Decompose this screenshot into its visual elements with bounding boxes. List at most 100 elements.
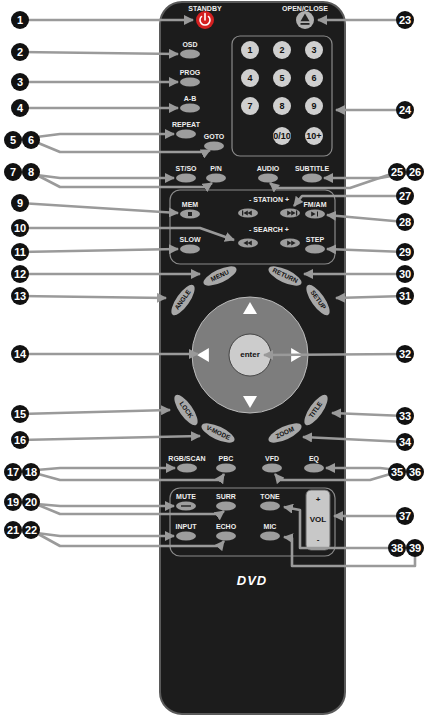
button — [262, 464, 282, 473]
callout-number: 29 — [396, 243, 414, 261]
callout-number: 4 — [11, 99, 29, 117]
leader-line — [327, 215, 405, 222]
leader-line — [304, 273, 405, 276]
button — [302, 174, 322, 183]
callout-number: 36 — [406, 463, 424, 481]
button-label: REPEAT — [172, 121, 200, 128]
button-label: MEM — [182, 201, 198, 208]
leader-line — [20, 353, 198, 356]
button — [180, 210, 200, 219]
callout-number: 2 — [11, 43, 29, 61]
button-label: FM/AM — [304, 201, 327, 208]
callout-number: 30 — [396, 265, 414, 283]
button-label: + — [316, 496, 321, 504]
button — [216, 502, 236, 511]
callout-number: 12 — [11, 265, 29, 283]
leader-line — [20, 203, 178, 213]
power-button — [196, 11, 214, 29]
button-label: - SEARCH + — [249, 226, 289, 233]
callout-number: 7 — [4, 163, 22, 181]
keypad-digit: 7 — [241, 97, 259, 115]
callout-number: 1 — [11, 11, 29, 29]
button-icon — [291, 210, 295, 215]
keypad-digit: 5 — [273, 69, 291, 87]
callout-number: 32 — [396, 345, 414, 363]
button-label: EQ — [309, 455, 319, 462]
button — [176, 532, 196, 541]
keypad-digit: 2 — [273, 41, 291, 59]
button-label: MIC — [264, 523, 277, 530]
keypad-digit: 1 — [241, 41, 259, 59]
button-label: AUDIO — [257, 165, 280, 172]
callout-number: 17 — [4, 463, 22, 481]
button-label: OPEN/CLOSE — [282, 5, 328, 12]
callout-number: 14 — [11, 345, 29, 363]
leader-line — [336, 109, 405, 112]
leader-line — [31, 472, 224, 480]
button-label: PBC — [219, 455, 234, 462]
leader-line — [303, 437, 405, 442]
button-label: ST/SO — [175, 165, 196, 172]
leader-line — [284, 537, 415, 566]
leader-line — [284, 507, 397, 548]
callout-number: 9 — [11, 194, 29, 212]
leader-line — [20, 107, 178, 110]
button-icon — [188, 212, 192, 216]
power-symbol — [200, 14, 210, 26]
button-icon — [287, 210, 291, 215]
leader-line — [270, 172, 397, 188]
button — [238, 209, 258, 218]
button — [201, 263, 239, 290]
button — [260, 502, 280, 511]
button-label: RGB/SCAN — [168, 455, 205, 462]
callout-number: 11 — [11, 243, 29, 261]
button — [180, 50, 200, 59]
button — [305, 245, 325, 254]
leader-line — [20, 52, 178, 54]
button — [170, 392, 201, 429]
callout-number: 8 — [22, 163, 40, 181]
callout-number: 27 — [396, 187, 414, 205]
button — [176, 502, 196, 511]
callout-number: 6 — [22, 131, 40, 149]
button — [176, 174, 196, 183]
volume-rocker — [306, 490, 330, 550]
button — [206, 174, 226, 183]
button-label: STEP — [306, 236, 324, 243]
button — [260, 532, 280, 541]
button-icon — [247, 210, 251, 215]
button-icon — [243, 240, 247, 245]
button — [180, 245, 200, 254]
button-icon — [181, 505, 191, 506]
button-label: SLOW — [180, 236, 201, 243]
callout-number: 28 — [396, 213, 414, 231]
button-icon — [317, 212, 318, 217]
leader-line — [327, 249, 405, 252]
leader-line — [332, 413, 405, 416]
button-label: TONE — [260, 493, 279, 500]
leader-line — [275, 472, 397, 480]
button-label: - STATION + — [249, 196, 289, 203]
button — [300, 392, 331, 429]
button-label: STANDBY — [188, 5, 221, 12]
callout-number: 23 — [396, 11, 414, 29]
button-label: SUBTITLE — [295, 165, 329, 172]
leader-line — [336, 296, 405, 298]
callout-number: 10 — [11, 219, 29, 237]
leader-line — [20, 81, 178, 84]
direction-arrow — [243, 302, 257, 314]
button — [216, 532, 236, 541]
callout-number: 22 — [22, 521, 40, 539]
button-label: ECHO — [216, 523, 236, 530]
leader-line — [31, 530, 224, 546]
button — [280, 239, 300, 248]
button — [167, 282, 198, 319]
button-label: GOTO — [204, 133, 224, 140]
button-label: A-B — [184, 95, 196, 102]
callout-number: 39 — [406, 539, 424, 557]
callout-number: 21 — [4, 521, 22, 539]
brand-logo: DVD — [237, 574, 267, 587]
button-label: - — [317, 536, 320, 544]
button — [199, 420, 237, 447]
